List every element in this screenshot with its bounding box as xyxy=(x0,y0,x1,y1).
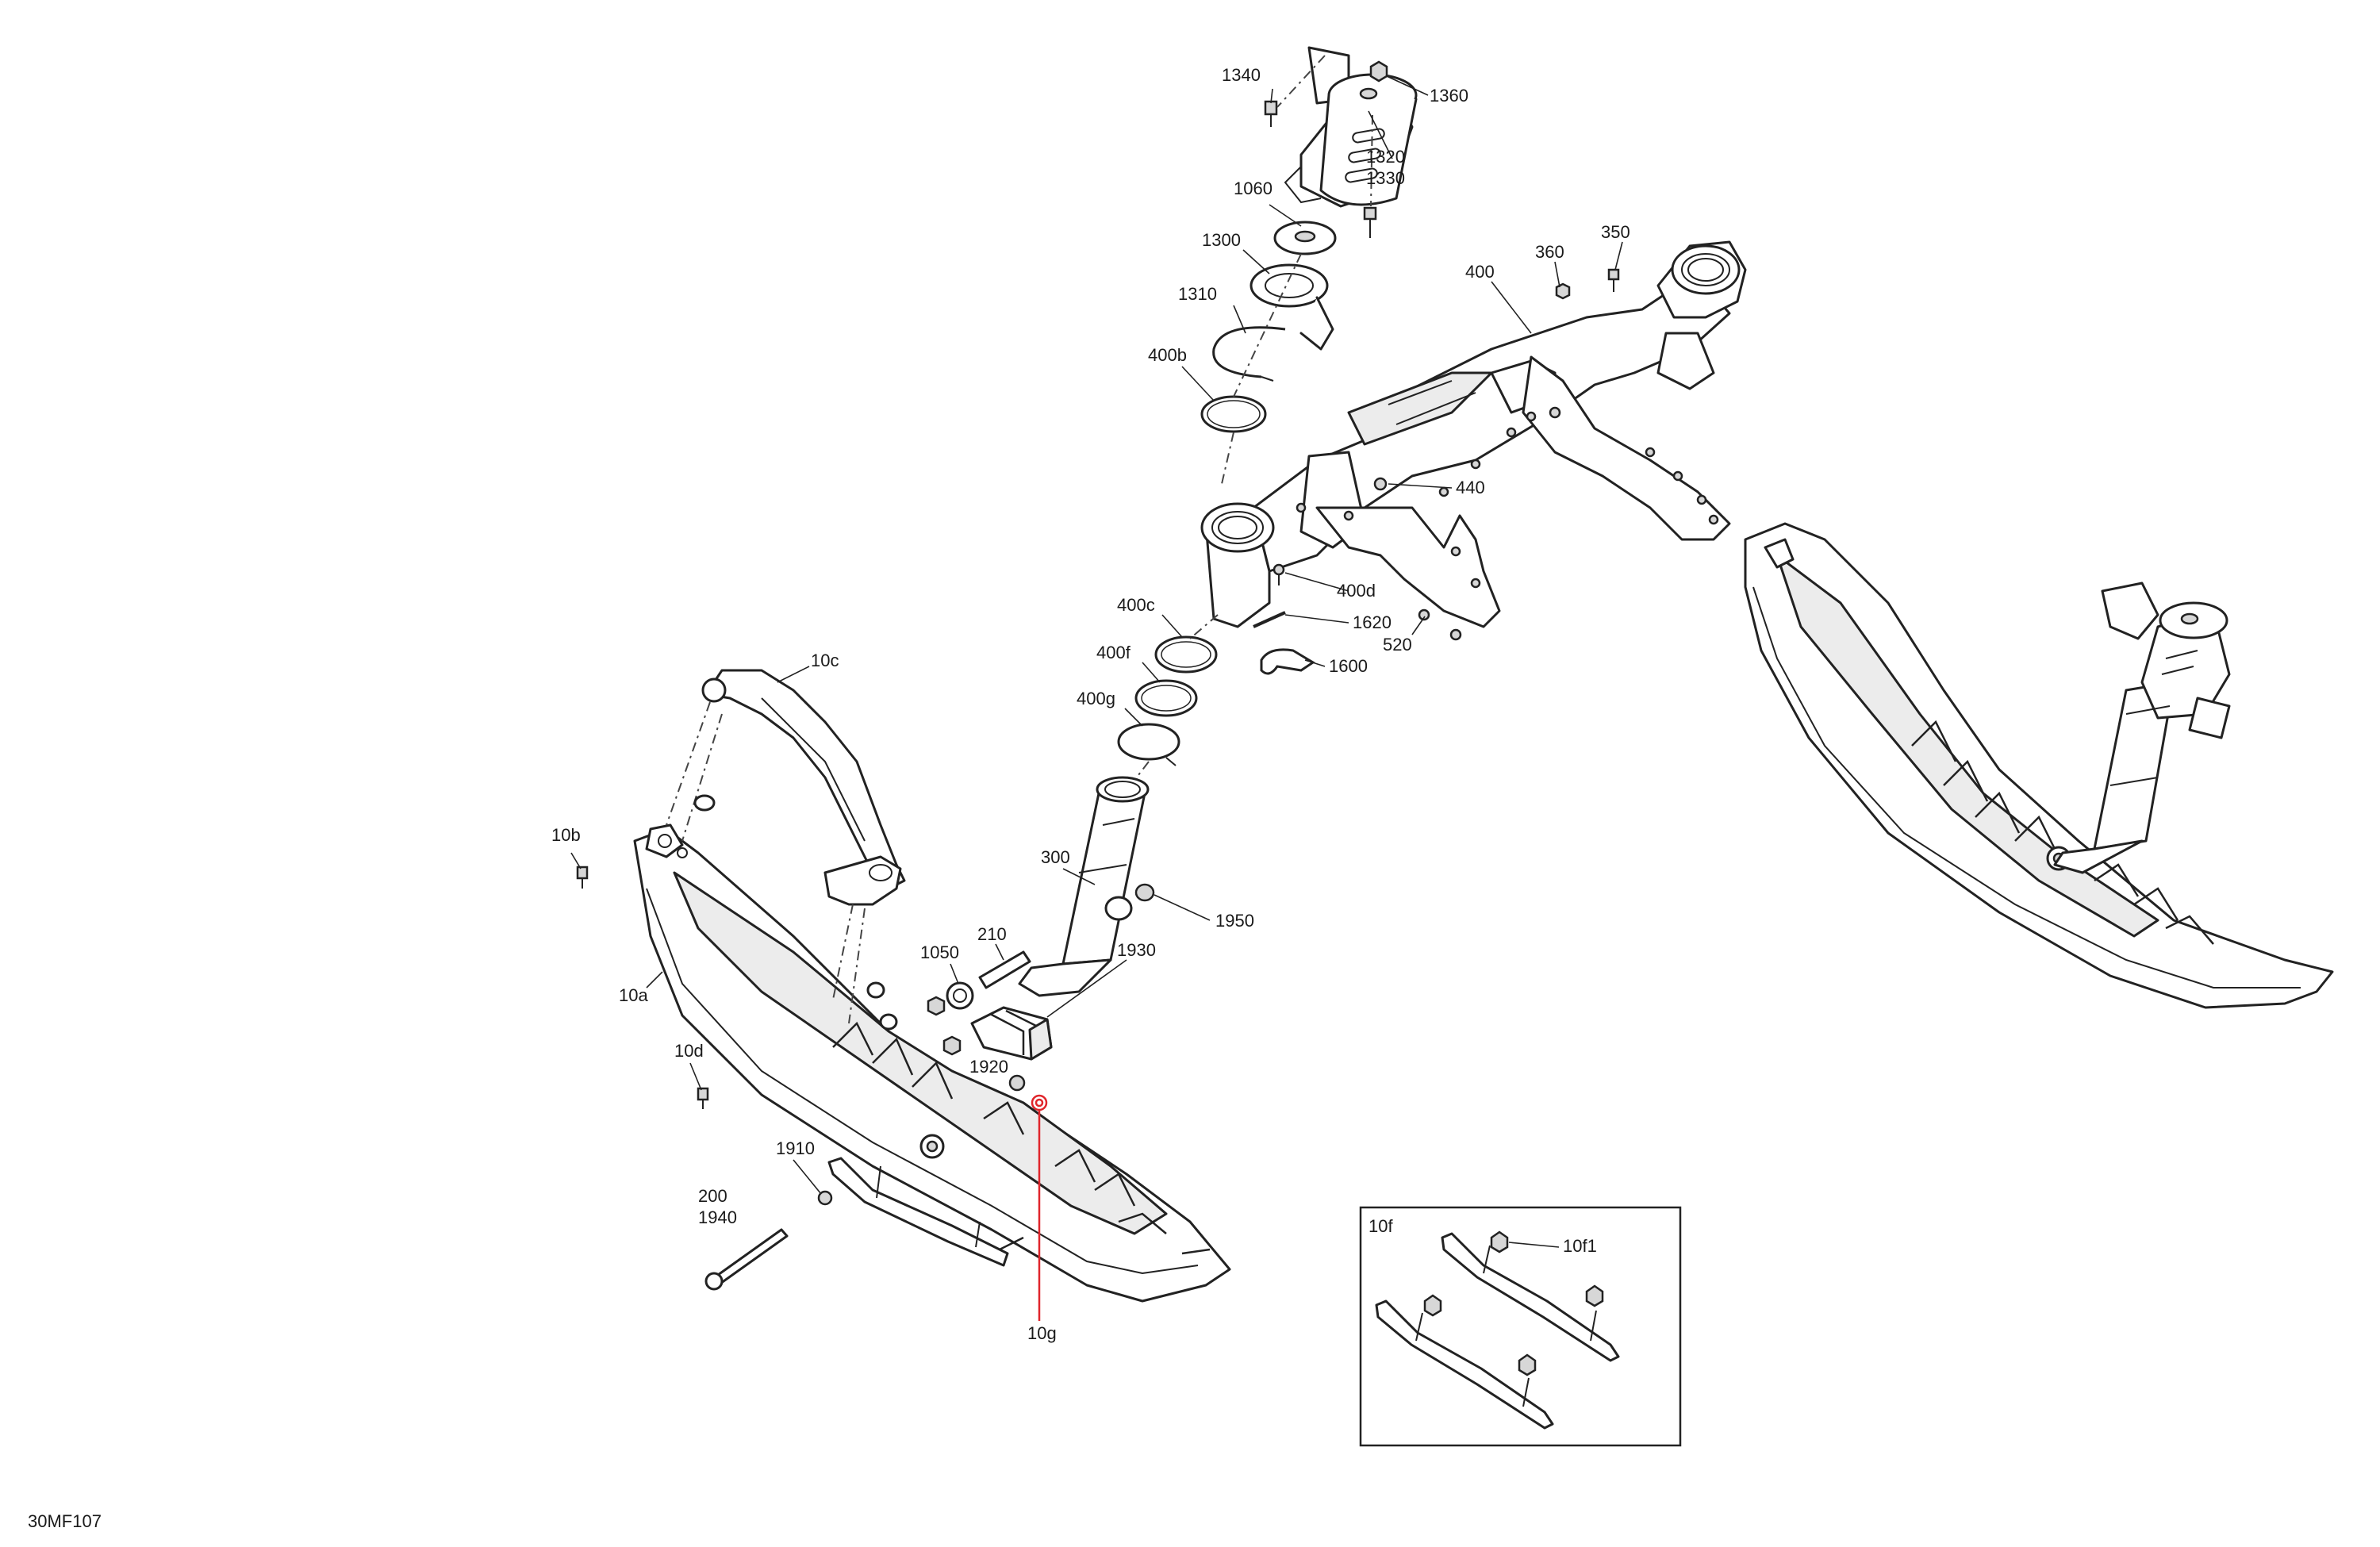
callout-1930: 1930 xyxy=(1117,940,1156,960)
callout-1920: 1920 xyxy=(969,1057,1008,1077)
runner-10f-upper xyxy=(1441,1230,1620,1362)
callout-300: 300 xyxy=(1041,847,1070,867)
callout-10g: 10g xyxy=(1027,1323,1057,1343)
callout-360: 360 xyxy=(1535,242,1564,262)
bolt-350 xyxy=(1607,268,1620,292)
callout-1600: 1600 xyxy=(1329,656,1368,676)
ring-400b xyxy=(1200,395,1267,433)
bolt-360 xyxy=(1555,282,1571,300)
spindle-300 xyxy=(1018,776,1150,997)
clip-1600 xyxy=(1260,648,1315,675)
callout-10d: 10d xyxy=(674,1041,704,1061)
callout-350: 350 xyxy=(1601,222,1630,242)
runner-inset-box xyxy=(1359,1206,1682,1447)
callout-1050: 1050 xyxy=(920,942,959,962)
callout-10c: 10c xyxy=(811,651,839,670)
nut-1910 xyxy=(817,1190,833,1206)
callout-1330: 1330 xyxy=(1366,168,1405,188)
runner-10f-lower xyxy=(1375,1294,1554,1430)
spacer-1050 xyxy=(946,981,974,1010)
bushing-1950 xyxy=(1104,883,1155,921)
bolt-440 xyxy=(1373,477,1388,491)
bolt-400d xyxy=(1273,563,1285,585)
callout-1620: 1620 xyxy=(1353,612,1392,632)
pin-1620 xyxy=(1253,611,1286,628)
part-10g-highlight xyxy=(1031,1094,1048,1111)
callout-440: 440 xyxy=(1456,478,1485,497)
bolt-10d xyxy=(697,1087,709,1109)
nut-1360 xyxy=(1369,60,1388,83)
bolt-10b xyxy=(576,866,589,889)
callout-1910: 1910 xyxy=(776,1138,815,1158)
callout-1300: 1300 xyxy=(1202,230,1241,250)
callout-400g: 400g xyxy=(1077,689,1115,708)
callout-labels: 1340 1360 1320 1330 1060 1300 1310 400b … xyxy=(28,65,1630,1531)
callout-1340: 1340 xyxy=(1222,65,1261,85)
washer-1060 xyxy=(1273,221,1337,255)
ring-400c xyxy=(1154,635,1218,674)
steering-housing-1320 xyxy=(1284,46,1418,208)
frame-400 xyxy=(1200,240,1747,628)
washer-10b-2 xyxy=(693,794,716,812)
callout-1310: 1310 xyxy=(1178,284,1217,304)
ring-400g xyxy=(1117,723,1180,766)
diagram-code: 30MF107 xyxy=(28,1511,102,1531)
plate-1300 xyxy=(1250,263,1334,351)
ski-handle-10c xyxy=(701,669,906,906)
callout-400c: 400c xyxy=(1117,595,1155,615)
callout-400: 400 xyxy=(1465,262,1495,282)
clip-1310 xyxy=(1212,326,1286,382)
callout-1940: 1940 xyxy=(698,1207,737,1227)
callout-10a: 10a xyxy=(619,985,648,1005)
callout-400d: 400d xyxy=(1337,581,1376,601)
callout-10b: 10b xyxy=(551,825,581,845)
bolt-520 xyxy=(1418,608,1462,641)
bolt-200 xyxy=(704,1228,789,1291)
ski-10a xyxy=(633,823,1231,1303)
bolt-1340b xyxy=(1363,206,1377,238)
callout-1320: 1320 xyxy=(1366,147,1405,167)
callout-210: 210 xyxy=(977,924,1007,944)
runner-1910 xyxy=(827,1157,1009,1267)
callout-400f: 400f xyxy=(1096,643,1131,662)
ski-right-assembled xyxy=(1744,522,2334,1009)
inset-label-10f: 10f xyxy=(1368,1216,1393,1236)
callout-1060: 1060 xyxy=(1234,178,1273,198)
callout-10f1: 10f1 xyxy=(1563,1236,1597,1256)
callout-200: 200 xyxy=(698,1186,727,1206)
fastener-pair-upper xyxy=(866,981,898,1031)
bolt-1340 xyxy=(1264,100,1278,127)
callout-1950: 1950 xyxy=(1215,911,1254,931)
callout-520: 520 xyxy=(1383,635,1412,654)
ring-400f xyxy=(1134,679,1198,717)
nut-1920 xyxy=(927,996,1026,1092)
spindle-right-assembled xyxy=(2053,582,2231,874)
bumper-1930 xyxy=(970,1006,1053,1061)
callout-400b: 400b xyxy=(1148,345,1187,365)
pin-210 xyxy=(978,950,1031,989)
callout-1360: 1360 xyxy=(1430,86,1468,106)
leader-lines xyxy=(570,75,1623,1321)
